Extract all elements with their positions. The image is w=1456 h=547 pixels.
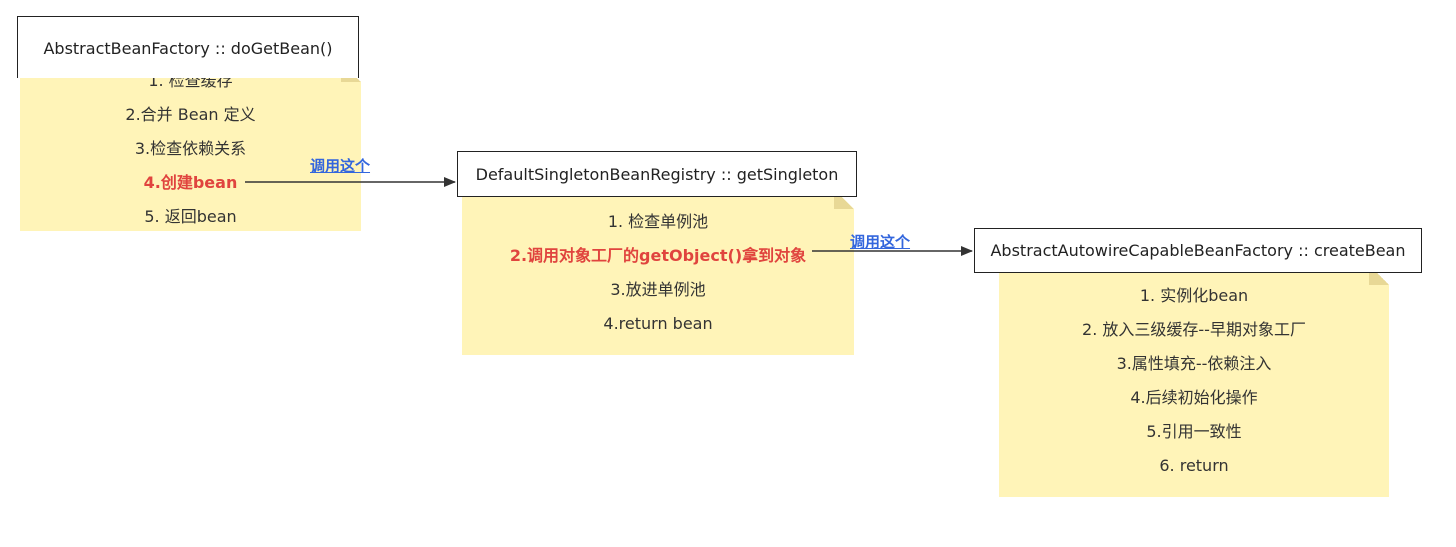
connector-label[interactable]: 调用这个 <box>850 233 911 251</box>
step-item: 1. 实例化bean <box>1139 286 1249 305</box>
note-createbean: 1. 实例化bean 2. 放入三级缓存--早期对象工厂 3.属性填充--依赖注… <box>999 265 1389 497</box>
step-item: 5.引用一致性 <box>1146 422 1242 441</box>
step-item: 4.return bean <box>603 314 713 333</box>
note-dogetbean: 1. 检查缓存 2.合并 Bean 定义 3.检查依赖关系 4.创建bean 5… <box>20 62 361 231</box>
class-title-abstract-bean-factory: AbstractBeanFactory :: doGetBean() <box>17 16 359 78</box>
class-title-text: AbstractBeanFactory :: doGetBean() <box>43 39 333 58</box>
step-item: 3.属性填充--依赖注入 <box>1116 354 1272 373</box>
step-list: 1. 检查单例池 2.调用对象工厂的getObject()拿到对象 3.放进单例… <box>462 205 854 341</box>
class-title-text: AbstractAutowireCapableBeanFactory :: cr… <box>990 241 1406 260</box>
connector-label[interactable]: 调用这个 <box>310 157 371 175</box>
step-item-highlight: 2.调用对象工厂的getObject()拿到对象 <box>509 246 807 265</box>
step-item-highlight: 4.创建bean <box>143 173 238 192</box>
step-item: 5. 返回bean <box>144 207 237 226</box>
step-item: 6. return <box>1159 456 1229 475</box>
step-list: 1. 实例化bean 2. 放入三级缓存--早期对象工厂 3.属性填充--依赖注… <box>999 279 1389 483</box>
note-getsingleton: 1. 检查单例池 2.调用对象工厂的getObject()拿到对象 3.放进单例… <box>462 189 854 355</box>
step-item: 3.检查依赖关系 <box>134 139 247 158</box>
step-item: 3.放进单例池 <box>610 280 706 299</box>
class-title-default-singleton-bean-registry: DefaultSingletonBeanRegistry :: getSingl… <box>457 151 857 197</box>
step-item: 2. 放入三级缓存--早期对象工厂 <box>1082 320 1306 339</box>
class-title-abstract-autowire-capable-bean-factory: AbstractAutowireCapableBeanFactory :: cr… <box>974 228 1422 273</box>
step-item: 2.合并 Bean 定义 <box>125 105 256 124</box>
class-title-text: DefaultSingletonBeanRegistry :: getSingl… <box>475 164 839 184</box>
step-item: 4.后续初始化操作 <box>1130 388 1258 407</box>
step-list: 1. 检查缓存 2.合并 Bean 定义 3.检查依赖关系 4.创建bean 5… <box>20 64 361 234</box>
step-item: 1. 检查单例池 <box>607 212 709 231</box>
